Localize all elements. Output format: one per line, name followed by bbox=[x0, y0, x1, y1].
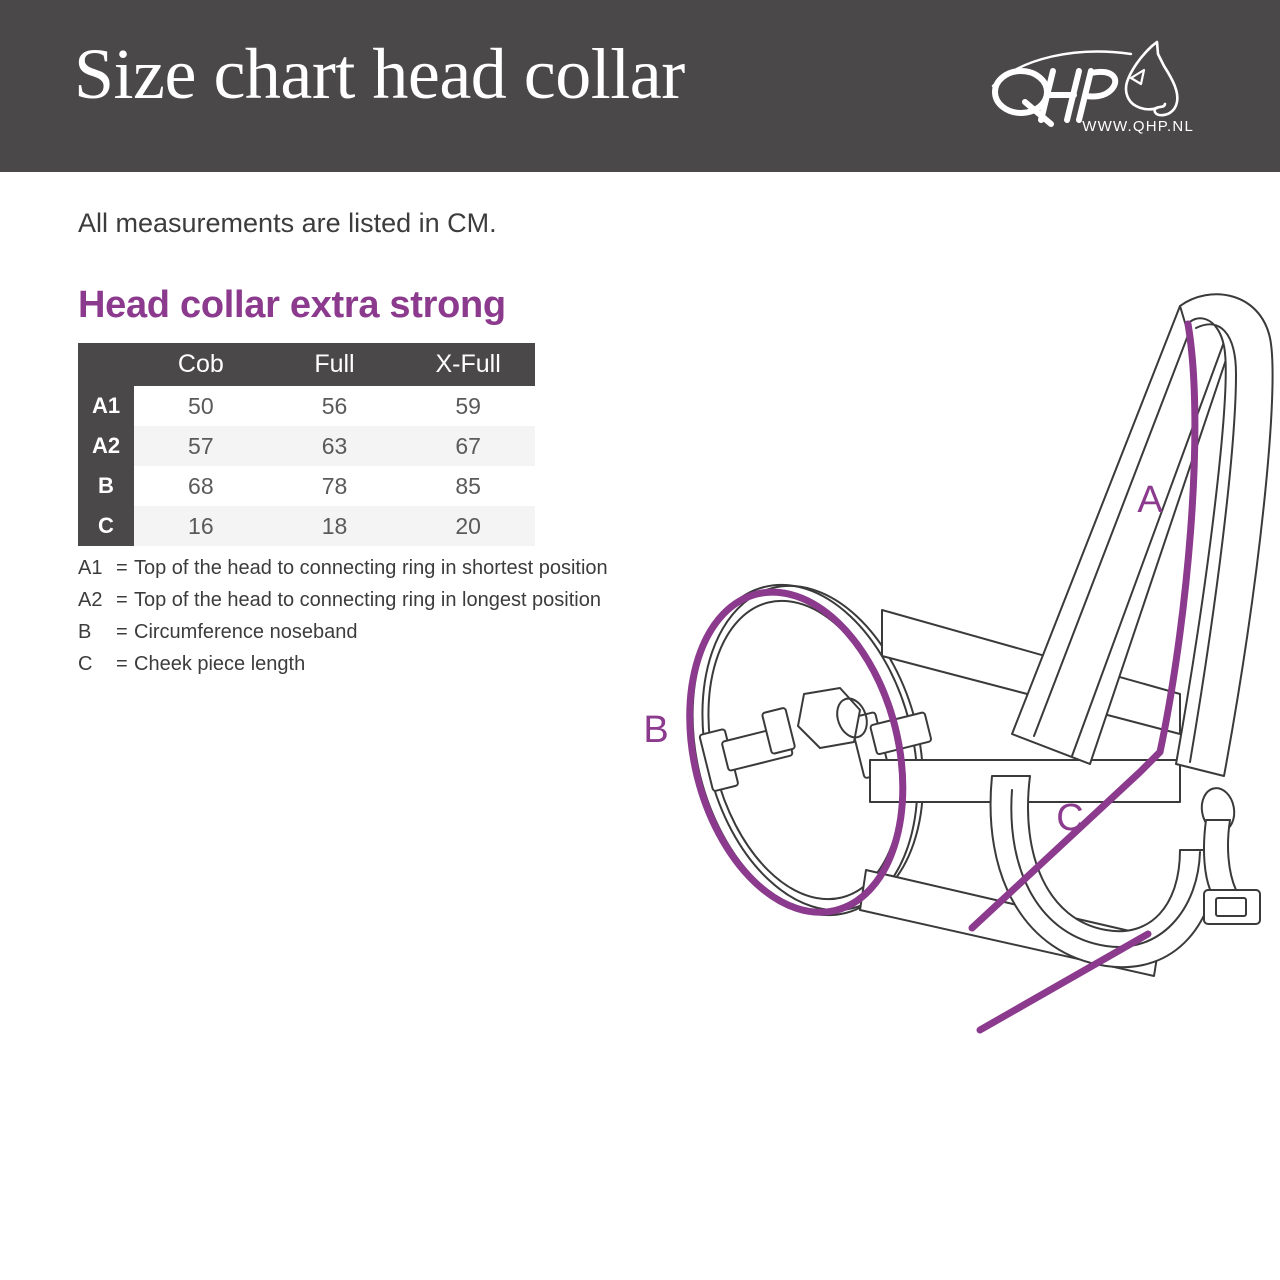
crown-piece bbox=[1175, 293, 1274, 777]
cell-c-xfull: 20 bbox=[401, 506, 535, 546]
cell-a2-xfull: 67 bbox=[401, 426, 535, 466]
measurement-line-c bbox=[976, 930, 1152, 1034]
cell-a1-full: 56 bbox=[267, 386, 402, 426]
table-row: B 68 78 85 bbox=[78, 466, 535, 506]
measurement-line-a bbox=[968, 320, 1199, 932]
size-chart-table: Cob Full X-Full A1 50 56 59 A2 57 63 67 … bbox=[78, 343, 535, 546]
legend-item-a1: A1 = Top of the head to connecting ring … bbox=[78, 557, 678, 589]
legend-item-c: C = Cheek piece length bbox=[78, 653, 678, 685]
legend-equals: = bbox=[116, 621, 128, 643]
legend-equals: = bbox=[116, 557, 128, 579]
legend-item-b: B = Circumference noseband bbox=[78, 621, 678, 653]
legend-key-a1: A1 bbox=[78, 557, 103, 579]
page-header: Size chart head collar WWW.QHP.NL bbox=[0, 0, 1280, 172]
measurement-label-c: C bbox=[1056, 797, 1083, 839]
legend-equals: = bbox=[116, 653, 128, 675]
row-label-a2: A2 bbox=[78, 426, 134, 466]
measurement-unit-note: All measurements are listed in CM. bbox=[78, 208, 497, 238]
brand-url: WWW.QHP.NL bbox=[1082, 118, 1194, 135]
row-label-c: C bbox=[78, 506, 134, 546]
measurement-legend: A1 = Top of the head to connecting ring … bbox=[78, 557, 678, 685]
measurement-label-a: A bbox=[1137, 479, 1163, 521]
column-header-cob: Cob bbox=[134, 343, 268, 386]
cell-c-full: 18 bbox=[267, 506, 402, 546]
head-collar-illustration: A B C bbox=[620, 290, 1280, 1070]
legend-key-b: B bbox=[78, 621, 92, 643]
table-corner-cell bbox=[78, 343, 134, 386]
legend-text-a1: Top of the head to connecting ring in sh… bbox=[134, 557, 608, 579]
cell-a2-cob: 57 bbox=[134, 426, 268, 466]
legend-key-a2: A2 bbox=[78, 589, 103, 611]
table-row: C 16 18 20 bbox=[78, 506, 535, 546]
table-head: Cob Full X-Full bbox=[78, 343, 535, 386]
table-row: A2 57 63 67 bbox=[78, 426, 535, 466]
legend-equals: = bbox=[116, 589, 128, 611]
legend-text-b: Circumference noseband bbox=[134, 621, 358, 643]
cell-a1-cob: 50 bbox=[134, 386, 268, 426]
hardware-rings bbox=[797, 687, 1261, 925]
noseband-hardware bbox=[698, 707, 932, 792]
table-row: A1 50 56 59 bbox=[78, 386, 535, 426]
cell-b-full: 78 bbox=[267, 466, 402, 506]
legend-item-a2: A2 = Top of the head to connecting ring … bbox=[78, 589, 678, 621]
cell-b-xfull: 85 bbox=[401, 466, 535, 506]
legend-key-c: C bbox=[78, 653, 93, 675]
table-body: A1 50 56 59 A2 57 63 67 B 68 78 85 C 16 … bbox=[78, 386, 535, 546]
cell-b-cob: 68 bbox=[134, 466, 268, 506]
row-label-b: B bbox=[78, 466, 134, 506]
measurement-ellipse-b bbox=[686, 588, 907, 916]
qhp-horse-head-logo bbox=[981, 40, 1196, 140]
row-label-a1: A1 bbox=[78, 386, 134, 426]
column-header-xfull: X-Full bbox=[401, 343, 535, 386]
legend-text-a2: Top of the head to connecting ring in lo… bbox=[134, 589, 601, 611]
table-header-row: Cob Full X-Full bbox=[78, 343, 535, 386]
cell-a2-full: 63 bbox=[267, 426, 402, 466]
legend-text-c: Cheek piece length bbox=[134, 653, 306, 675]
measurement-label-b: B bbox=[643, 709, 668, 751]
cell-a1-xfull: 59 bbox=[401, 386, 535, 426]
page-title: Size chart head collar bbox=[74, 34, 685, 114]
cell-c-cob: 16 bbox=[134, 506, 268, 546]
column-header-full: Full bbox=[267, 343, 402, 386]
section-heading: Head collar extra strong bbox=[78, 284, 506, 326]
